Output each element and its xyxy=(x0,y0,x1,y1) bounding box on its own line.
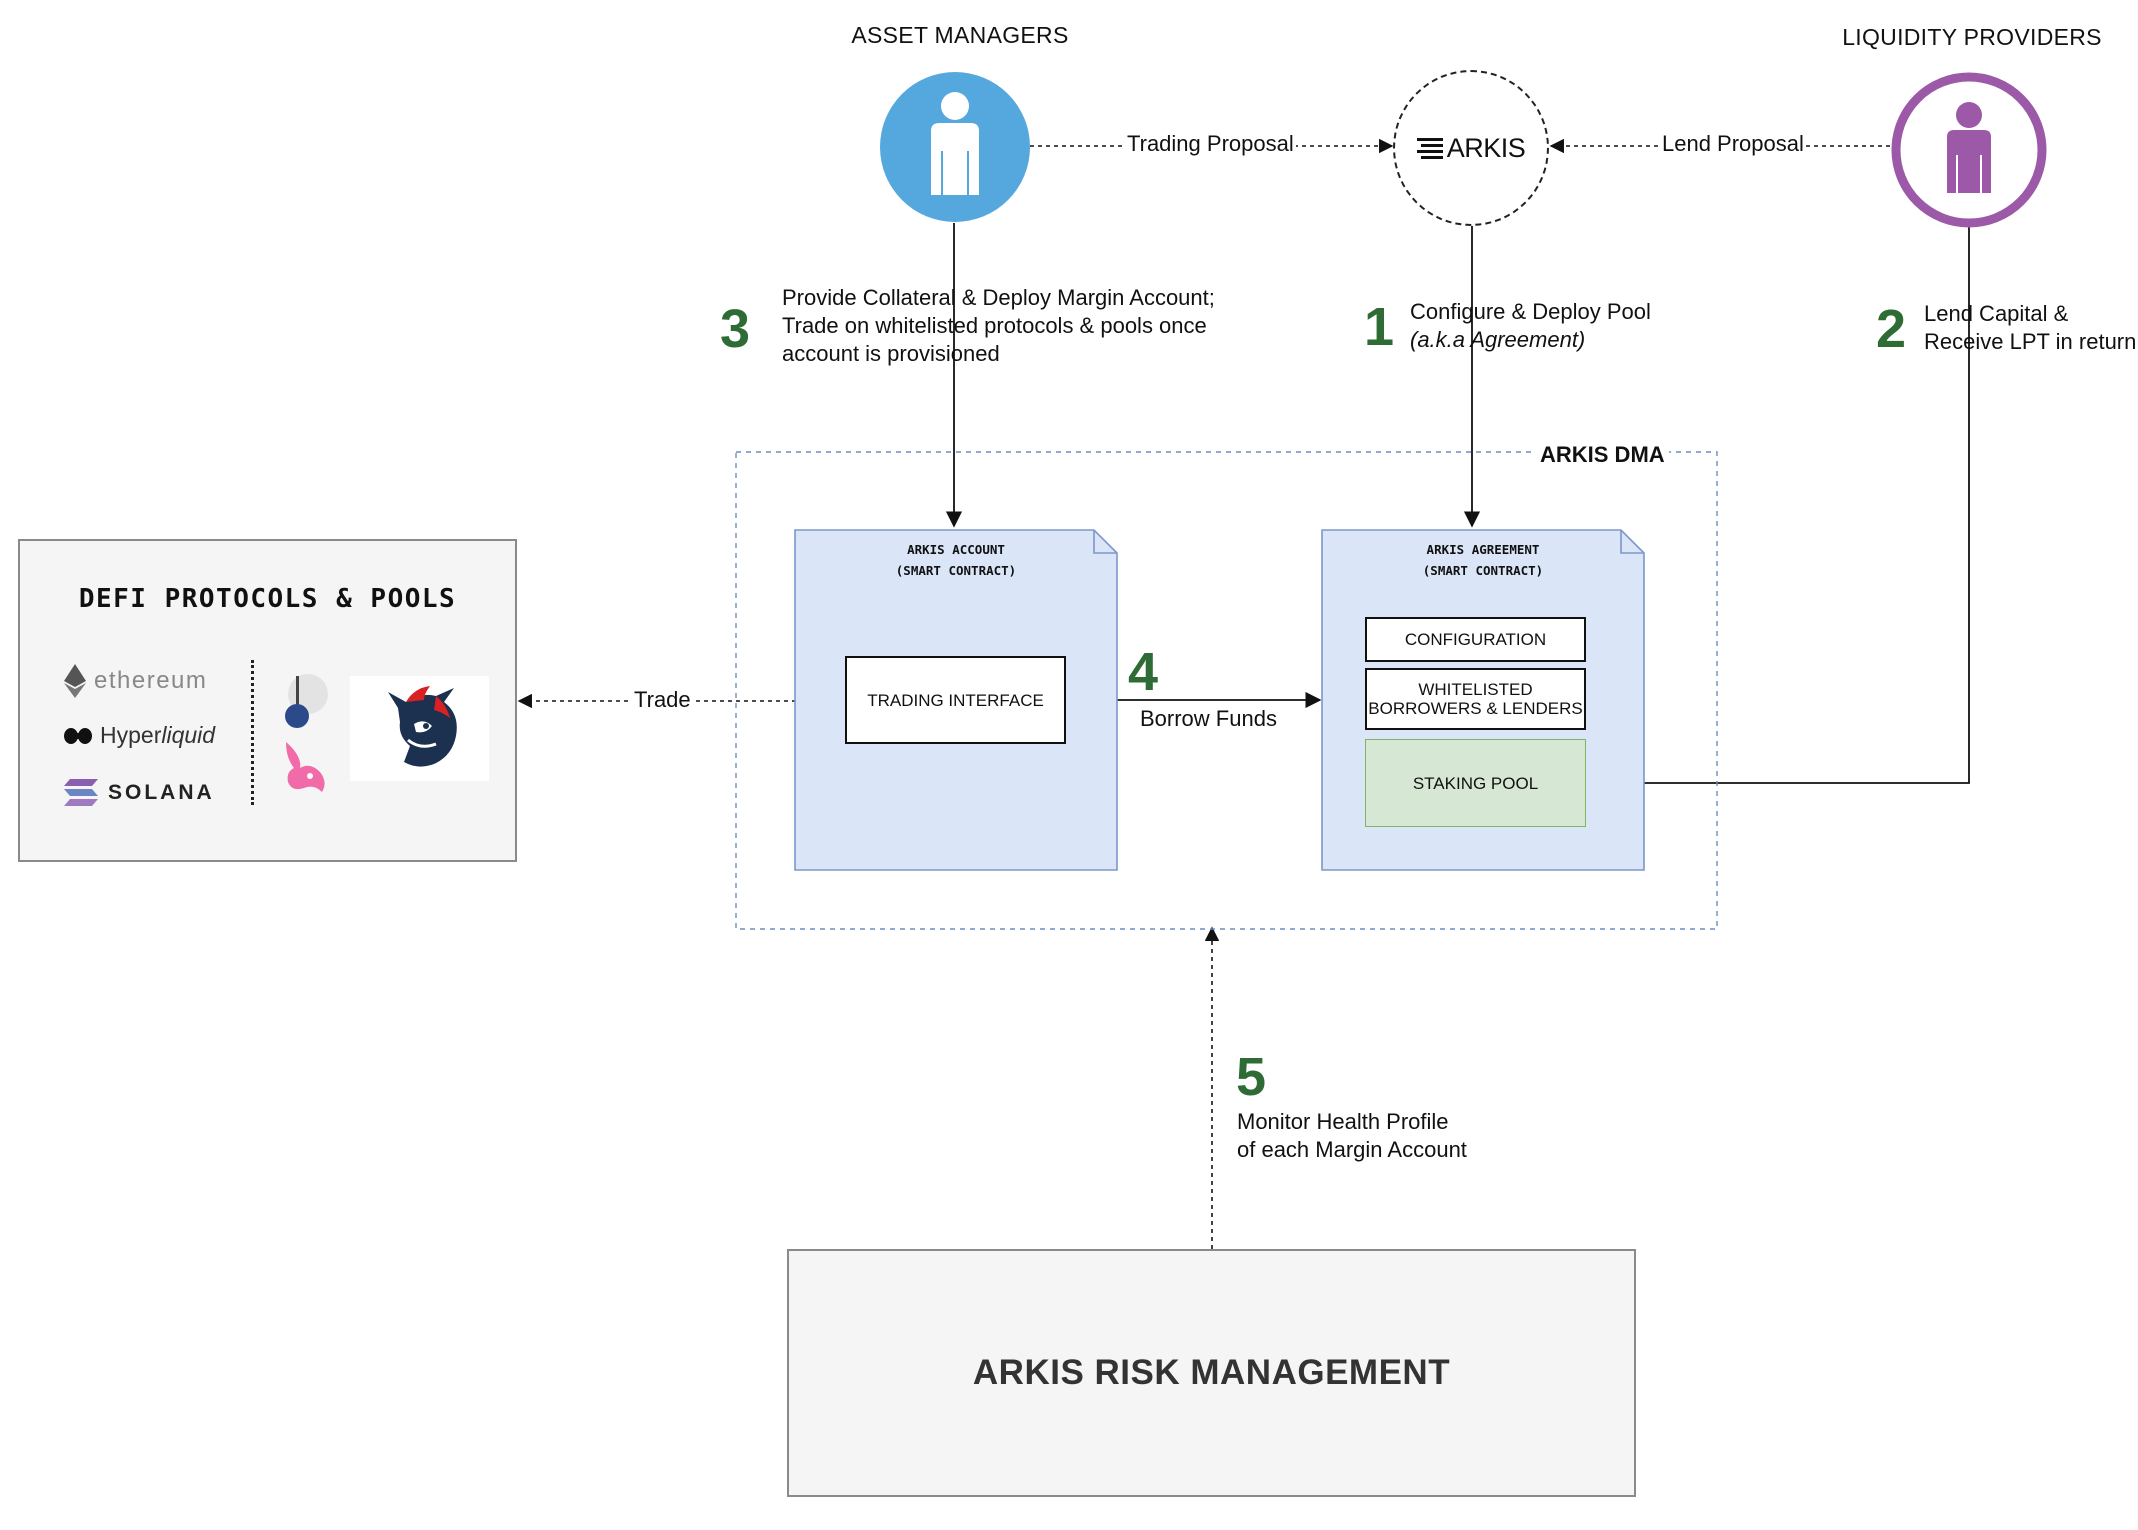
ethereum-logo: ethereum xyxy=(64,664,207,698)
trading-proposal-label: Trading Proposal xyxy=(1125,131,1296,157)
arkis-logo-icon xyxy=(1416,137,1443,159)
step-2-number: 2 xyxy=(1876,299,1907,359)
arkis-risk-management-box[interactable]: ARKIS RISK MANAGEMENT xyxy=(787,1249,1636,1497)
asset-manager-user-icon[interactable] xyxy=(879,71,1031,223)
solana-icon xyxy=(64,779,98,806)
arkis-account-title: ARKIS ACCOUNT (SMART CONTRACT) xyxy=(895,542,1017,578)
step-3-number: 3 xyxy=(720,299,751,359)
solana-logo: SOLANA xyxy=(64,779,215,807)
step-3-text: Provide Collateral & Deploy Margin Accou… xyxy=(782,285,1215,366)
staking-pool-box[interactable]: STAKING POOL xyxy=(1365,739,1586,827)
whitelisted-box[interactable]: WHITELISTED BORROWERS & LENDERS xyxy=(1365,668,1586,730)
hyperliquid-logo: Hyperliquid xyxy=(64,722,215,749)
arkis-node[interactable]: ARKIS xyxy=(1393,70,1549,226)
step-1-text: Configure & Deploy Pool (a.k.a Agreement… xyxy=(1410,299,1651,352)
1inch-icon[interactable] xyxy=(384,684,464,772)
step-1-number: 1 xyxy=(1364,297,1395,357)
trade-label: Trade xyxy=(632,687,693,713)
step-5-number: 5 xyxy=(1236,1047,1267,1107)
defi-separator xyxy=(251,660,254,805)
step-2-text: Lend Capital & Receive LPT in return xyxy=(1924,301,2137,354)
asset-managers-label: ASSET MANAGERS xyxy=(851,22,1069,48)
morpho-icon[interactable] xyxy=(282,672,330,730)
arkis-logo-text: ARKIS xyxy=(1446,132,1526,163)
arkis-agreement-title: ARKIS AGREEMENT (SMART CONTRACT) xyxy=(1422,542,1544,578)
step-5-text: Monitor Health Profile of each Margin Ac… xyxy=(1237,1109,1467,1162)
liquidity-providers-label: LIQUIDITY PROVIDERS xyxy=(1842,24,2102,50)
uniswap-icon[interactable] xyxy=(280,738,332,796)
step-4-text: Borrow Funds xyxy=(1140,706,1277,731)
defi-protocols-title: DEFI PROTOCOLS & POOLS xyxy=(78,584,457,614)
lend-proposal-label: Lend Proposal xyxy=(1660,131,1806,157)
hyperliquid-icon xyxy=(64,727,92,744)
configuration-box[interactable]: CONFIGURATION xyxy=(1365,617,1586,662)
trading-interface-box[interactable]: TRADING INTERFACE xyxy=(845,656,1066,744)
liquidity-provider-user-icon[interactable] xyxy=(1890,71,2048,229)
ethereum-icon xyxy=(64,664,86,698)
arkis-dma-title: ARKIS DMA xyxy=(1536,442,1669,468)
step-4-number: 4 xyxy=(1128,642,1159,702)
